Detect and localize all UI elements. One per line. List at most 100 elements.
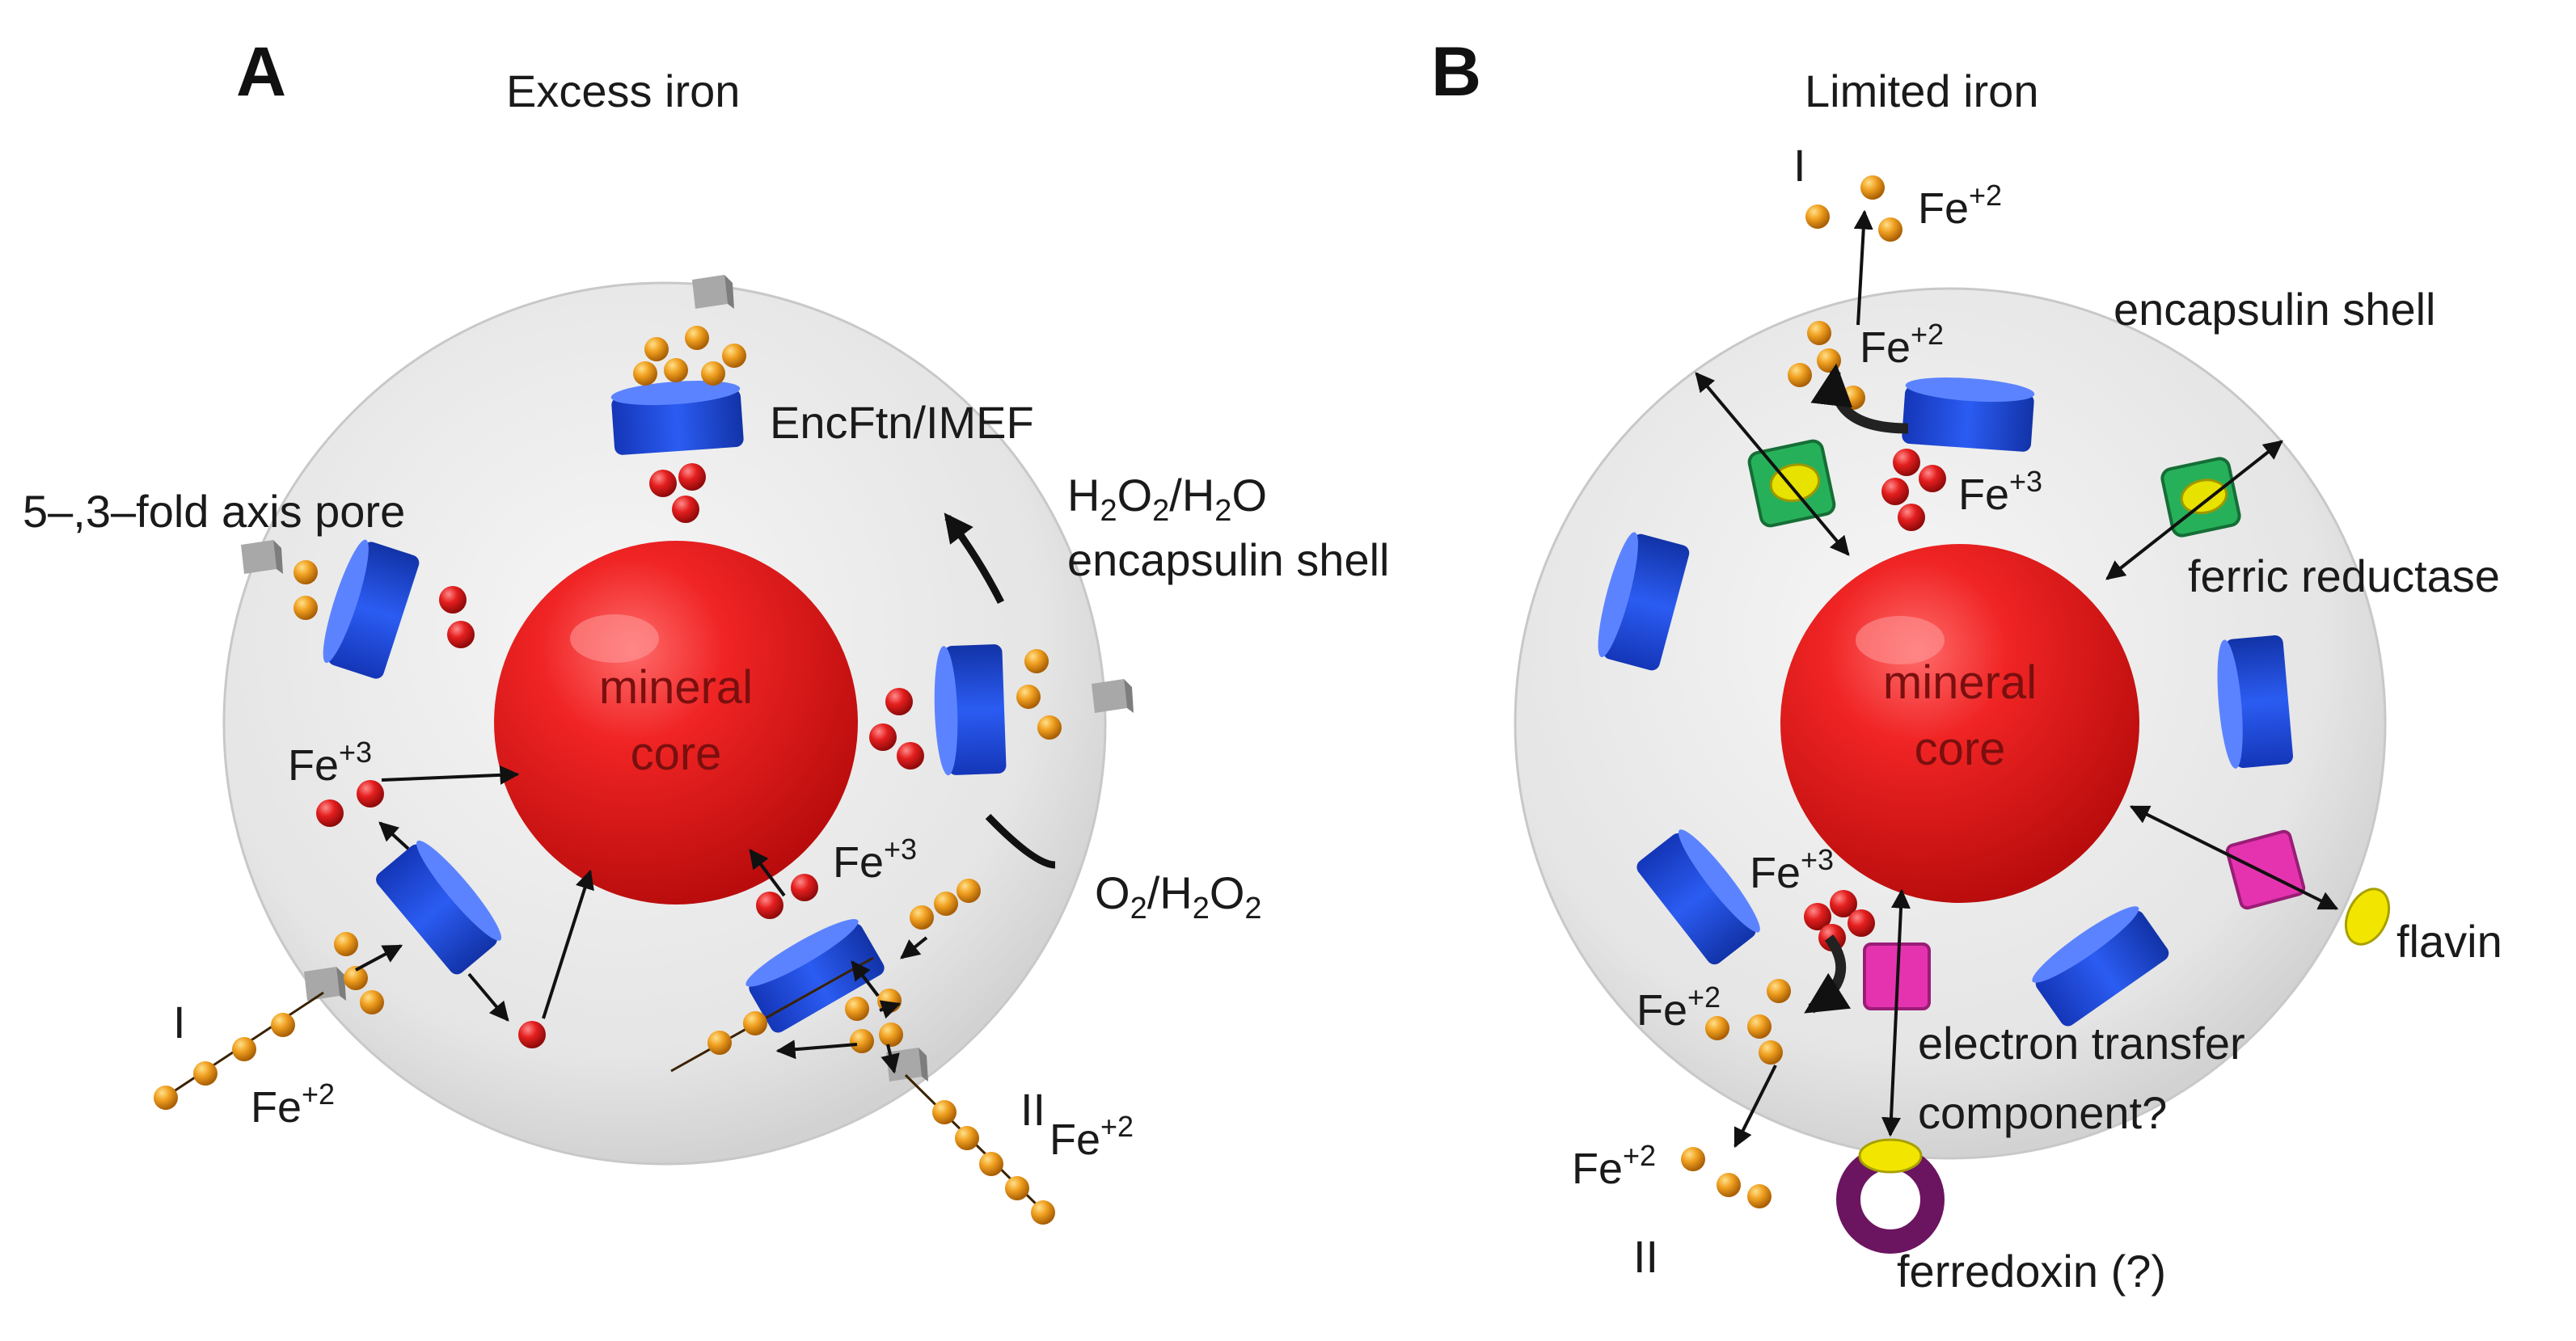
fe3-ion (678, 463, 706, 491)
fe2-ion (1767, 979, 1791, 1003)
fe2-ion (1878, 217, 1902, 242)
fe2-label: Fe+2 (1049, 1110, 1134, 1164)
fe3-ion (869, 723, 897, 751)
fe2-ion (979, 1152, 1003, 1176)
fe2-ion (701, 361, 725, 386)
fe2-ion (743, 1011, 767, 1035)
fe2-ion (1016, 685, 1041, 709)
fe2-ion (293, 560, 318, 584)
fe2-ion (1024, 649, 1049, 673)
h2o2-h2o-label: H2O2/H2O (1067, 470, 1267, 528)
encapsulin-shell-label-b: encapsulin shell (2114, 284, 2435, 335)
panel-b-letter: B (1431, 33, 1481, 111)
fe2-label: Fe+2 (1860, 318, 1944, 372)
electron-transfer-magenta-box-icon (2225, 829, 2306, 910)
fe2-label: Fe+2 (1636, 980, 1721, 1035)
pore-icon (241, 540, 283, 574)
fe2-label: Fe+2 (1572, 1139, 1656, 1193)
fe3-label: Fe+3 (1958, 465, 2042, 519)
route-i-label: I (1793, 140, 1806, 191)
fe2-ion (1031, 1200, 1055, 1225)
fe3-ion (885, 688, 913, 715)
fe2-ion (1717, 1173, 1741, 1197)
route-ii-label: II (1020, 1084, 1045, 1135)
fe2-ion (1705, 1016, 1729, 1040)
fe2-ion (644, 337, 669, 361)
fe3-ion (439, 586, 467, 614)
fe3-label: Fe+3 (1750, 843, 1834, 897)
panel-b-title: Limited iron (1805, 65, 2038, 116)
fe2-ion (193, 1061, 217, 1086)
flavin-yellow-oval-icon (2344, 888, 2391, 946)
fe2-ion (633, 361, 657, 386)
fe2-ion (932, 1100, 956, 1124)
core-label-b-line1: mineral (1883, 656, 2037, 709)
fe2-ion (1805, 205, 1830, 229)
fe2-ion (232, 1037, 256, 1061)
fe2-ion (1807, 321, 1831, 345)
encftn-label: EncFtn/IMEF (770, 397, 1034, 448)
fe2-ion (1005, 1176, 1029, 1200)
fe2-label: Fe+2 (1918, 179, 2002, 233)
pore-icon (1092, 679, 1134, 713)
pore-icon (692, 275, 734, 309)
panel-a: A Excess iron mineral core (23, 33, 1389, 1225)
fe3-ion (672, 495, 699, 523)
fe3-ion (447, 621, 475, 648)
fe3-label: Fe+3 (833, 833, 917, 887)
fe2-ion (1817, 348, 1841, 373)
fe2-ion (722, 344, 746, 368)
panel-a-letter: A (236, 33, 286, 111)
fe2-ion (1681, 1147, 1705, 1171)
fe2-ion (934, 892, 958, 916)
fe2-ion (664, 358, 688, 382)
route-i-label: I (173, 997, 186, 1048)
electron-transfer-label-line2: component? (1918, 1087, 2167, 1138)
fe2-ion (1747, 1184, 1772, 1208)
fe3-ion (357, 780, 384, 808)
fe3-ion (1893, 449, 1920, 476)
fe3-ion (518, 1021, 546, 1048)
fe3-ion (756, 892, 783, 919)
route-ii-label: II (1633, 1231, 1658, 1282)
o2-h2o2-label: O2/H2O2 (1095, 867, 1262, 926)
fe3-ion (649, 470, 677, 497)
fe2-ion (271, 1013, 295, 1037)
fe2-ion (360, 990, 384, 1014)
electron-transfer-label-line1: electron transfer (1918, 1018, 2245, 1069)
fe2-ion (955, 1126, 979, 1150)
core-label-a-line1: mineral (599, 661, 753, 714)
fe3-ion (316, 799, 344, 827)
fe2-ion (707, 1031, 732, 1055)
fe2-ion (850, 1029, 874, 1053)
fe3-ion (791, 874, 818, 901)
fe3-label: Fe+3 (288, 736, 372, 790)
pore-label: 5–,3–fold axis pore (23, 486, 405, 537)
fe3-ion (1919, 465, 1946, 492)
panel-b: B Limited iron mineral core (1431, 33, 2502, 1297)
fe2-ion (685, 326, 709, 350)
fe2-ion (956, 879, 981, 903)
core-label-b-line2: core (1915, 723, 2006, 775)
fe3-ion (1898, 504, 1925, 531)
encftn-cylinder-icon (610, 377, 745, 456)
fe2-ion (1747, 1014, 1772, 1039)
fe2-ion (910, 905, 934, 930)
core-label-a-line2: core (631, 727, 722, 780)
fe2-ion (1759, 1040, 1783, 1065)
fe2-ion (845, 997, 869, 1021)
fe2-ion (879, 1023, 903, 1047)
ferredoxin-purple-ring-icon (1836, 1138, 1945, 1254)
fe2-ion (1860, 175, 1885, 200)
fe2-ion (334, 932, 358, 956)
fe3-ion (1848, 909, 1875, 937)
fe2-label: Fe+2 (251, 1077, 335, 1132)
pore-icon (304, 967, 346, 1001)
fe2-ion (293, 596, 318, 620)
encftn-cylinder-icon (1901, 373, 2036, 453)
encftn-cylinder-icon (932, 643, 1007, 776)
fe2-ion (154, 1086, 178, 1110)
flavin-label: flavin (2397, 916, 2502, 967)
fe3-ion (897, 742, 924, 770)
